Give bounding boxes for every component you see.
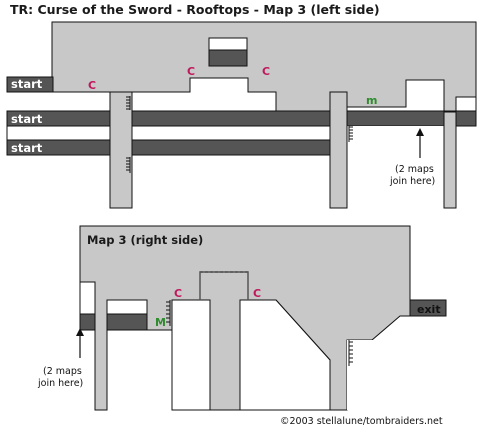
top-center-walkway bbox=[208, 49, 248, 67]
gap-strip-center bbox=[131, 125, 331, 141]
start-walkway-top bbox=[6, 76, 54, 93]
middle-walkway-center bbox=[131, 110, 331, 127]
marker-m-big: M bbox=[155, 316, 166, 329]
small-white-block bbox=[106, 299, 148, 315]
right-edge-white bbox=[455, 96, 477, 112]
ladder-icon bbox=[126, 96, 131, 110]
exit-walkway bbox=[409, 299, 447, 317]
start-label-bottom: start bbox=[11, 141, 43, 155]
left-side-map: start start start C C C m (2 maps join h… bbox=[6, 21, 477, 209]
join-arrow-icon bbox=[76, 328, 84, 358]
top-center-box bbox=[208, 37, 248, 51]
shaft-right bbox=[443, 111, 457, 209]
marker-c: C bbox=[253, 287, 261, 300]
middle-walkway-right bbox=[346, 110, 477, 127]
copyright-text: ©2003 stellalune/tombraiders.net bbox=[280, 416, 443, 427]
marker-c: C bbox=[174, 287, 182, 300]
join-note-line1-right: (2 maps bbox=[43, 366, 82, 377]
marker-c: C bbox=[88, 79, 96, 92]
join-note-line2-right: join here) bbox=[37, 378, 83, 389]
shaft-left bbox=[109, 91, 133, 209]
left-walkway bbox=[79, 313, 96, 331]
small-walkway bbox=[106, 313, 148, 331]
marker-c: C bbox=[262, 65, 270, 78]
left-white-block bbox=[79, 281, 96, 315]
central-white-block bbox=[171, 299, 211, 411]
exit-label: exit bbox=[417, 303, 441, 316]
ladder-icon bbox=[166, 300, 171, 326]
diagonal-white-block bbox=[239, 299, 331, 411]
marker-c: C bbox=[187, 65, 195, 78]
ladder-icon bbox=[348, 340, 353, 366]
right-lower-white bbox=[347, 126, 444, 208]
start-label-middle: start bbox=[11, 112, 43, 126]
section-title: Map 3 (right side) bbox=[87, 233, 203, 247]
ladder-icon bbox=[348, 126, 353, 142]
join-arrow-icon bbox=[416, 128, 424, 158]
shaft-middle bbox=[329, 91, 348, 209]
gap-strip-left bbox=[6, 125, 111, 141]
start-label-top: start bbox=[11, 77, 43, 91]
right-lower-block bbox=[347, 340, 476, 410]
map-title: TR: Curse of the Sword - Rooftops - Map … bbox=[10, 2, 380, 17]
join-note-line2: join here) bbox=[389, 176, 435, 187]
marker-m: m bbox=[366, 94, 377, 107]
bridge-bracket bbox=[199, 271, 249, 300]
join-note-line1: (2 maps bbox=[395, 164, 434, 175]
ladder-icon bbox=[126, 157, 131, 173]
right-side-map: Map 3 (right side) C C M exit (2 maps jo… bbox=[37, 225, 476, 411]
bottom-walkway-center bbox=[131, 139, 331, 156]
